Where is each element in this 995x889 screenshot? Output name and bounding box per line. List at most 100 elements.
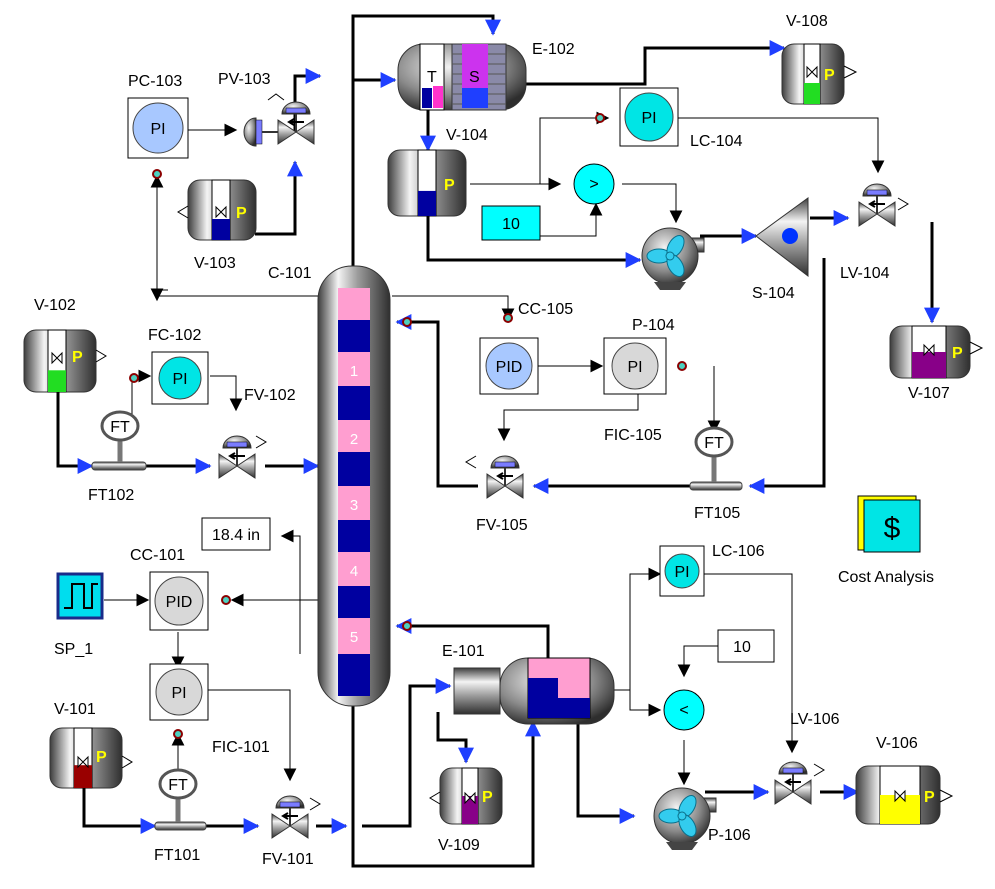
controller-lc106[interactable]: PI bbox=[659, 545, 705, 597]
exchanger-e101[interactable] bbox=[453, 657, 615, 725]
pump-p106[interactable] bbox=[653, 787, 717, 850]
vessel-v103[interactable]: P bbox=[177, 179, 257, 241]
controller-cc101[interactable]: PID bbox=[149, 571, 209, 631]
column-stage bbox=[338, 486, 370, 520]
setpoint-box-high[interactable]: 10 bbox=[481, 205, 541, 241]
valve-lv106[interactable] bbox=[774, 761, 825, 805]
equipment-tag-pc-103: PC-103 bbox=[128, 73, 182, 90]
equipment-tag-s-104: S-104 bbox=[752, 285, 795, 302]
dollar-icon: $ bbox=[884, 512, 901, 545]
controller-face bbox=[624, 92, 674, 142]
equipment-tag-v-104: V-104 bbox=[446, 127, 488, 144]
sig-column-tap bbox=[150, 288, 330, 302]
equipment-tag-fv-105: FV-105 bbox=[476, 517, 528, 534]
controller-lc104[interactable]: PI bbox=[619, 87, 679, 147]
selector-high[interactable]: > bbox=[573, 163, 615, 205]
column-stage bbox=[338, 552, 370, 586]
signal-lines bbox=[104, 111, 885, 786]
transmitter-gauge-icon bbox=[100, 410, 140, 442]
equipment-tag-e-102: E-102 bbox=[532, 41, 575, 58]
cost-analysis-label: Cost Analysis bbox=[838, 569, 934, 586]
sig-column-to-readout bbox=[280, 529, 301, 654]
column-stage bbox=[338, 386, 370, 420]
column-stage bbox=[338, 352, 370, 386]
vessel-v101[interactable]: P bbox=[49, 727, 133, 789]
sig-fic105-to-fv105 bbox=[497, 392, 639, 442]
controller-fic101[interactable]: PI bbox=[149, 663, 209, 721]
valve-right-icon bbox=[876, 201, 896, 227]
equipment-tag-cc-105: CC-105 bbox=[518, 301, 573, 318]
signal-source-sp1[interactable] bbox=[56, 572, 104, 620]
valve-pv103[interactable] bbox=[267, 93, 315, 145]
equipment-tag-fv-102: FV-102 bbox=[244, 387, 296, 404]
valve-right-icon bbox=[792, 779, 812, 805]
vent-chevron-icon bbox=[177, 205, 189, 219]
signal-source-frame bbox=[56, 572, 104, 620]
controller-type-label: PID bbox=[496, 359, 523, 376]
controller-type-label: PI bbox=[171, 685, 186, 702]
actuator-position-bar bbox=[285, 107, 307, 114]
tray-label: 4 bbox=[350, 563, 358, 580]
controller-type-label: PI bbox=[674, 564, 689, 581]
controller-face bbox=[611, 342, 659, 390]
tray-label: 5 bbox=[350, 629, 358, 646]
valve-direction-arrow-icon bbox=[287, 118, 304, 126]
vessel-mark: P bbox=[924, 789, 935, 806]
valve-lv104[interactable] bbox=[858, 183, 909, 227]
selector-low[interactable]: < bbox=[663, 689, 705, 731]
controller-fic105[interactable]: PI bbox=[603, 337, 667, 395]
shell-fill-low bbox=[462, 88, 488, 108]
vessel-mark: P bbox=[96, 749, 107, 766]
vent-chevron-icon bbox=[95, 349, 107, 363]
vessel-v102[interactable]: P bbox=[23, 329, 107, 393]
splitter-s104[interactable] bbox=[755, 197, 809, 278]
sig-e101-to-selector2 bbox=[629, 690, 662, 717]
setpoint-value: 10 bbox=[502, 216, 520, 233]
transmitter-ft105[interactable]: FT bbox=[689, 426, 743, 491]
setpoint-box-low[interactable]: 10 bbox=[717, 629, 775, 663]
exchanger-mark-t: T bbox=[427, 69, 437, 86]
valve-fv102[interactable] bbox=[218, 435, 267, 479]
valve-direction-arrow-icon bbox=[868, 200, 885, 208]
valve-chevron-icon bbox=[465, 455, 477, 469]
setpoint-frame bbox=[717, 629, 775, 663]
valve-right-icon bbox=[295, 119, 315, 145]
pipe-v103-up bbox=[255, 160, 303, 236]
pipe-e101-to-column bbox=[395, 618, 550, 668]
pipe-fv101-to-e101 bbox=[362, 678, 452, 828]
temperature-fill-a bbox=[422, 88, 432, 108]
vessel-v108[interactable]: P bbox=[781, 43, 858, 105]
vessel-v107[interactable]: P bbox=[889, 325, 984, 379]
controller-fc102[interactable]: PI bbox=[151, 351, 209, 405]
transmitter-ft102[interactable]: FT bbox=[91, 410, 147, 471]
actuator-position-bar bbox=[494, 461, 516, 468]
column-stage bbox=[338, 288, 370, 320]
readout-value: 18.4 in bbox=[212, 527, 260, 544]
controller-pc103[interactable]: PI bbox=[127, 97, 189, 159]
vessel-v104[interactable]: P bbox=[387, 149, 467, 217]
equipment-tag-lv-104: LV-104 bbox=[840, 265, 890, 282]
pump-p104[interactable] bbox=[641, 227, 705, 290]
level-fill bbox=[804, 83, 820, 104]
controller-type-label: PI bbox=[641, 110, 656, 127]
valve-left-icon bbox=[774, 779, 794, 805]
transmitter-ft101[interactable]: FT bbox=[154, 768, 207, 831]
level-fill bbox=[212, 219, 230, 240]
valve-fv105[interactable] bbox=[465, 455, 524, 499]
readout-box: 18.4 in bbox=[201, 517, 271, 551]
controller-cc105[interactable]: PID bbox=[479, 337, 539, 395]
pipe-e101-to-v109 bbox=[436, 712, 474, 764]
equipment-tag-fic-101: FIC-101 bbox=[212, 739, 270, 756]
level-fill bbox=[462, 796, 478, 824]
vessel-v106[interactable]: P bbox=[855, 765, 954, 825]
valve-fv101[interactable] bbox=[271, 795, 321, 839]
vessel-v109[interactable]: P bbox=[429, 767, 503, 825]
equipment-tag-pv-103: PV-103 bbox=[218, 71, 271, 88]
side-actuator-bar bbox=[255, 119, 263, 145]
cost-analysis-button[interactable]: $ bbox=[857, 495, 921, 553]
actuator-position-bar bbox=[782, 767, 804, 774]
pipe-s104-to-ft105 bbox=[748, 258, 826, 494]
column-stage bbox=[338, 618, 370, 654]
